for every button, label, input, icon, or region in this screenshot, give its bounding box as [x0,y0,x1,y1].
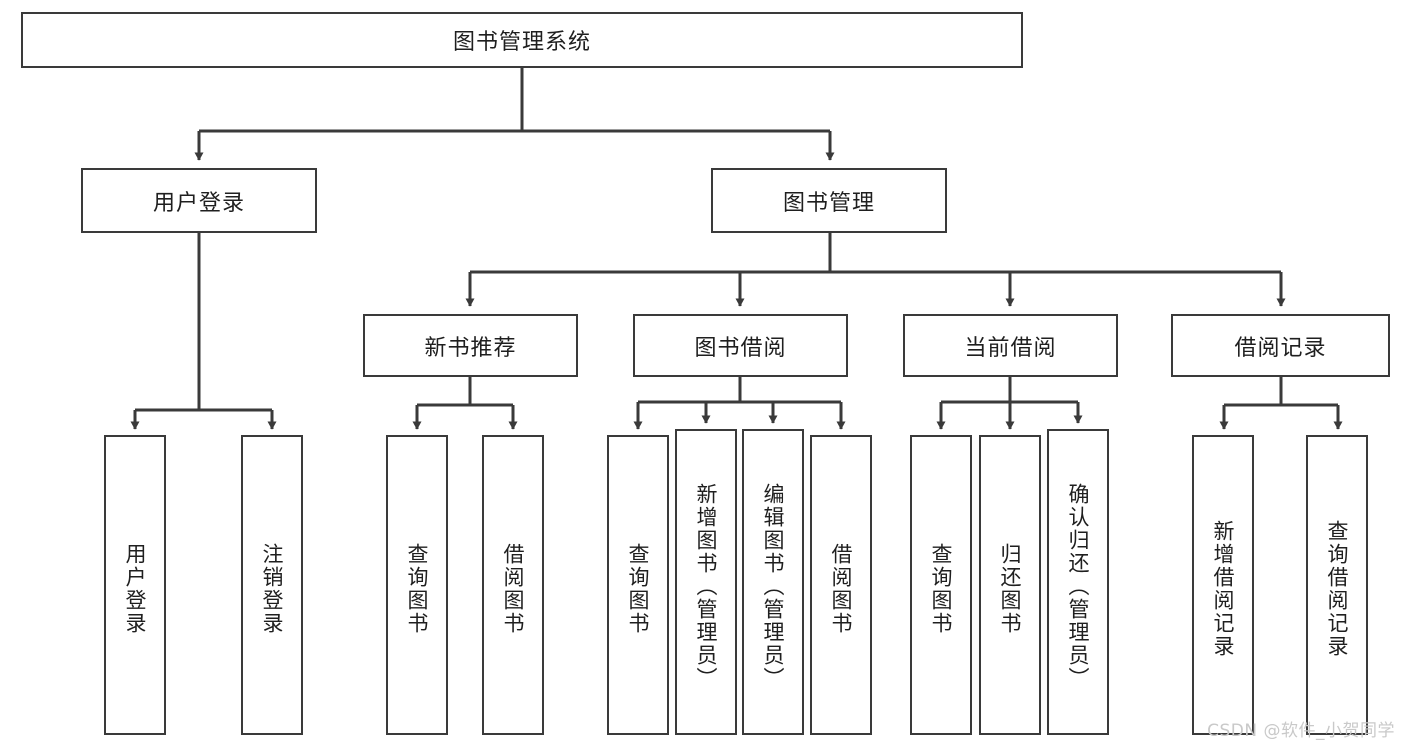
node-book-management[interactable]: 图书管理 [711,168,947,233]
node-label: 借阅图书 [501,543,526,635]
node-current-borrow[interactable]: 当前借阅 [903,314,1118,377]
leaf-query-book-borrow[interactable]: 查询图书 [607,435,669,735]
node-label: 确认归还（管理员） [1066,482,1091,690]
leaf-confirm-return-admin[interactable]: 确认归还（管理员） [1047,429,1109,735]
leaf-borrow-book-recommend[interactable]: 借阅图书 [482,435,544,735]
leaf-query-book-recommend[interactable]: 查询图书 [386,435,448,735]
leaf-query-borrow-record[interactable]: 查询借阅记录 [1306,435,1368,735]
leaf-borrow-book[interactable]: 借阅图书 [810,435,872,735]
node-label: 查询图书 [626,543,651,635]
leaf-add-book-admin[interactable]: 新增图书（管理员） [675,429,737,735]
node-label: 查询图书 [405,543,430,635]
leaf-return-book[interactable]: 归还图书 [979,435,1041,735]
node-label: 用户登录 [152,190,245,216]
node-label: 注销登录 [260,543,285,635]
node-label: 当前借阅 [964,335,1057,361]
leaf-add-borrow-record[interactable]: 新增借阅记录 [1192,435,1254,735]
node-label: 归还图书 [998,543,1023,635]
node-root-system[interactable]: 图书管理系统 [21,12,1023,68]
node-label: 图书管理系统 [452,30,591,55]
node-borrow-record[interactable]: 借阅记录 [1171,314,1390,377]
node-label: 新增图书（管理员） [694,482,719,690]
node-label: 查询图书 [929,543,954,635]
node-book-borrow[interactable]: 图书借阅 [633,314,848,377]
node-new-book-recommend[interactable]: 新书推荐 [363,314,578,377]
node-user-login[interactable]: 用户登录 [81,168,317,233]
leaf-query-book-current[interactable]: 查询图书 [910,435,972,735]
node-label: 编辑图书（管理员） [761,482,786,690]
node-label: 图书借阅 [694,335,787,361]
leaf-edit-book-admin[interactable]: 编辑图书（管理员） [742,429,804,735]
leaf-user-login[interactable]: 用户登录 [104,435,166,735]
node-label: 查询借阅记录 [1325,520,1350,658]
node-label: 借阅记录 [1234,335,1327,361]
node-label: 新增借阅记录 [1211,520,1236,658]
watermark: CSDN @软件_小贺同学 [1207,721,1395,741]
leaf-user-logout[interactable]: 注销登录 [241,435,303,735]
node-label: 新书推荐 [424,335,517,361]
node-label: 图书管理 [782,190,875,216]
node-label: 用户登录 [123,543,148,635]
node-label: 借阅图书 [829,543,854,635]
